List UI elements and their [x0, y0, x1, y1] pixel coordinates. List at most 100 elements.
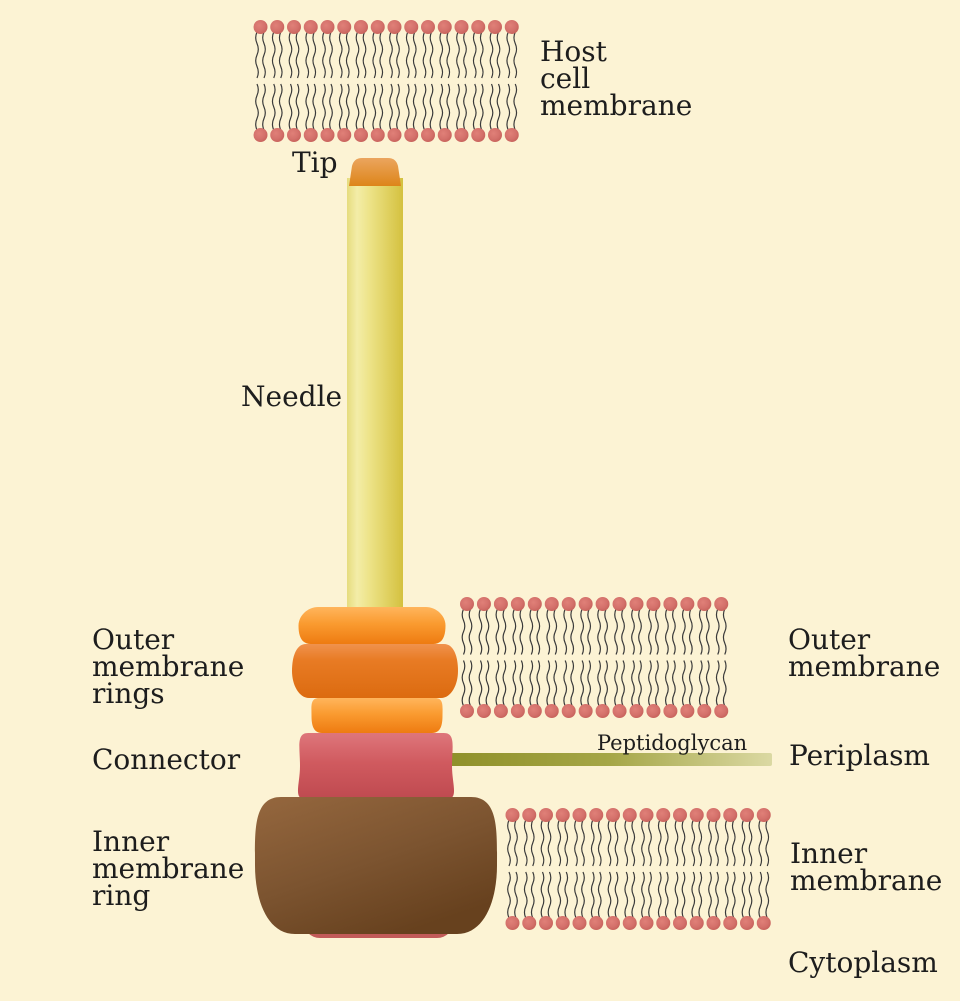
lipid-head	[421, 128, 435, 142]
lipid-tail	[478, 660, 483, 707]
lipid-tail	[715, 608, 720, 655]
lipid-head	[320, 128, 335, 142]
lipid-tail	[691, 871, 696, 919]
lipid-tail	[715, 660, 720, 707]
lipid-tail	[530, 871, 535, 919]
label-connector: Connector	[92, 743, 241, 776]
lipid-head	[673, 808, 687, 822]
lipid-tail	[530, 819, 535, 867]
lipid-tail	[641, 871, 645, 919]
lipid-head	[629, 597, 644, 611]
lipid-tail	[514, 819, 518, 867]
lipid-tail	[305, 83, 310, 131]
lipid-head	[504, 20, 519, 34]
lipid-tail	[506, 83, 511, 131]
lipid-head	[680, 597, 695, 611]
lipid-head	[544, 704, 559, 718]
lipid-head	[706, 916, 721, 930]
lipid-tail	[496, 31, 501, 79]
lipid-tail	[581, 871, 585, 919]
lipid-tail	[731, 871, 736, 919]
lipid-head	[539, 808, 553, 822]
label-inner-membrane: Inner membrane	[790, 837, 943, 897]
lipid-tail	[422, 31, 427, 79]
lipid-tail	[547, 871, 552, 919]
lipid-head	[629, 704, 644, 718]
lipid-tail	[495, 660, 500, 707]
lipid-tail	[624, 871, 629, 919]
lipid-tail	[665, 660, 669, 707]
lipid-tail	[495, 608, 500, 655]
lipid-tail	[648, 608, 652, 655]
lipid-tail	[507, 871, 511, 919]
lipid-tail	[262, 83, 266, 131]
label-outer-membrane-rings: Outer membrane rings	[92, 623, 245, 710]
lipid-tail	[362, 83, 367, 131]
lipid-tail	[540, 819, 545, 867]
outer-membrane-bilayer	[460, 597, 729, 718]
lipid-head	[639, 808, 654, 822]
lipid-tail	[597, 608, 601, 655]
lipid-tail	[691, 819, 696, 867]
lipid-tail	[641, 819, 645, 867]
lipid-tail	[329, 83, 333, 131]
lipid-tail	[681, 819, 686, 867]
label-periplasm: Periplasm	[789, 739, 930, 772]
lipid-tail	[648, 660, 652, 707]
lipid-tail	[468, 608, 473, 655]
label-peptidoglycan: Peptidoglycan	[597, 731, 748, 755]
lipid-tail	[557, 819, 562, 867]
lipid-tail	[741, 819, 746, 867]
lipid-tail	[765, 871, 770, 919]
lipid-tail	[665, 608, 669, 655]
lipid-tail	[557, 871, 562, 919]
lipid-tail	[489, 31, 494, 79]
lipid-tail	[708, 871, 712, 919]
lipid-head	[606, 808, 620, 822]
lipid-head	[595, 597, 610, 611]
lipid-head	[689, 808, 704, 822]
lipid-tail	[681, 608, 686, 655]
lipid-tail	[614, 660, 618, 707]
lipid-tail	[523, 871, 528, 919]
lipid-tail	[446, 31, 451, 79]
lipid-head	[544, 597, 559, 611]
lipid-head	[578, 597, 593, 611]
lipid-head	[270, 20, 285, 34]
lipid-tail	[396, 83, 400, 131]
lipid-tail	[705, 608, 710, 655]
lipid-tail	[631, 819, 636, 867]
lipid-tail	[372, 31, 377, 79]
lipid-head	[270, 128, 285, 142]
lipid-tail	[597, 660, 601, 707]
lipid-head	[337, 20, 352, 34]
lipid-tail	[468, 660, 473, 707]
lipid-tail	[519, 608, 524, 655]
lipid-tail	[631, 608, 635, 655]
lipid-tail	[580, 608, 585, 655]
lipid-head	[493, 597, 508, 611]
lipid-tail	[412, 83, 417, 131]
lipid-head	[740, 808, 754, 822]
lipid-tail	[664, 819, 669, 867]
lipid-tail	[502, 660, 507, 707]
lipid-head	[437, 128, 452, 142]
lipid-tail	[664, 871, 669, 919]
lipid-tail	[614, 871, 619, 919]
lipid-head	[740, 916, 754, 930]
lipid-head	[756, 916, 771, 930]
lipid-tail	[731, 819, 736, 867]
lipid-tail	[519, 660, 524, 707]
lipid-tail	[355, 31, 360, 79]
label-outer-membrane: Outer membrane	[788, 623, 941, 683]
lipid-head	[505, 916, 520, 930]
lipid-tail	[540, 871, 545, 919]
lipid-head	[493, 704, 508, 718]
lipid-tail	[271, 31, 276, 79]
host-cell-membrane-bilayer	[253, 20, 519, 142]
lipid-head	[253, 128, 268, 142]
lipid-head	[646, 704, 661, 718]
lipid-head	[476, 597, 491, 611]
lipid-tail	[472, 83, 477, 131]
lipid-head	[522, 808, 537, 822]
